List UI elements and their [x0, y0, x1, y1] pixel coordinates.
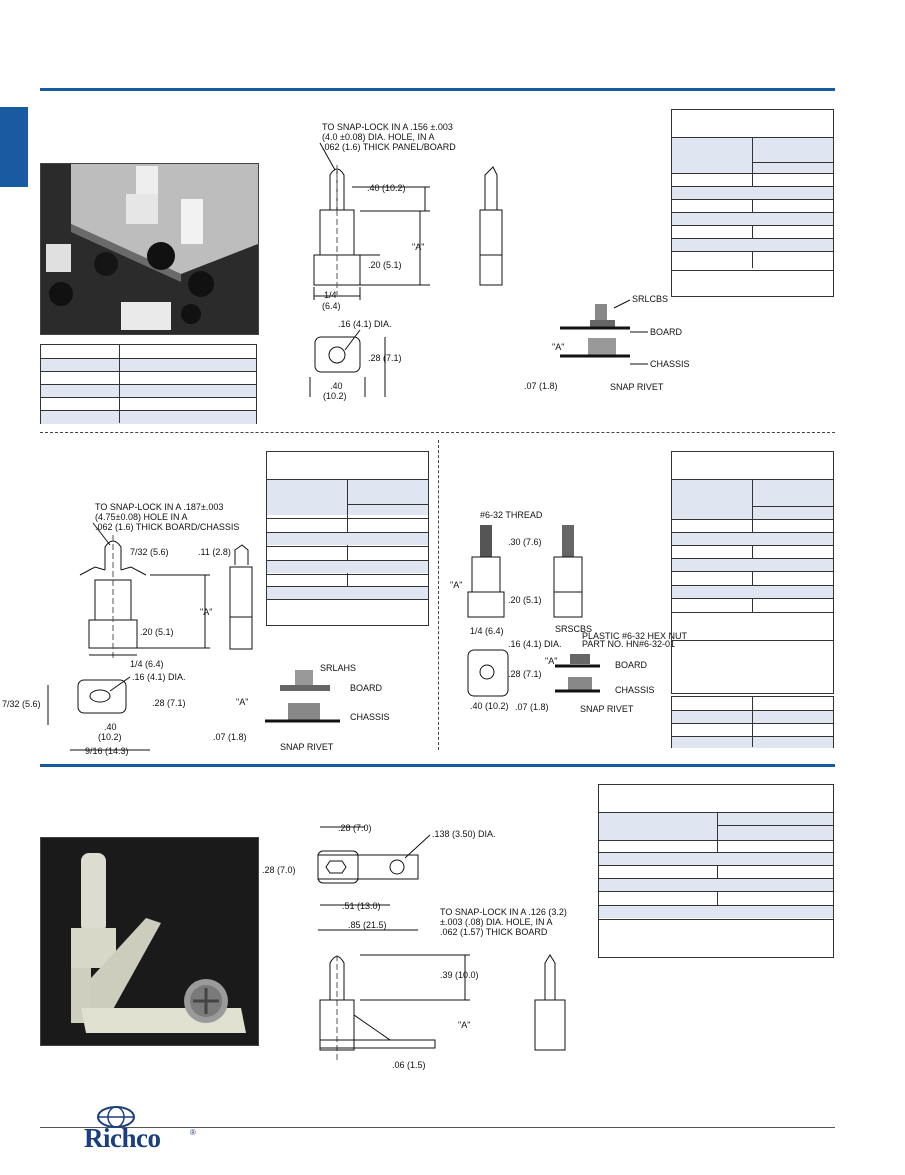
- svg-text:1/4 (6.4): 1/4 (6.4): [470, 626, 504, 636]
- callout-line-1: TO SNAP-LOCK IN A .156 ±.003: [322, 122, 453, 132]
- section-tab: [0, 107, 28, 187]
- svg-text:.39 (10.0): .39 (10.0): [440, 970, 479, 980]
- product-photo-1: [40, 163, 259, 335]
- svg-text:.16 (4.1) DIA.: .16 (4.1) DIA.: [338, 319, 392, 329]
- svg-text:PLASTIC #6-32 HEX NUT: PLASTIC #6-32 HEX NUT: [582, 631, 688, 641]
- svg-text:9/16 (14.3): 9/16 (14.3): [85, 746, 129, 756]
- spec-table-4: [671, 451, 834, 613]
- svg-text:#6-32 THREAD: #6-32 THREAD: [480, 510, 543, 520]
- svg-text:.28 (7.0): .28 (7.0): [262, 865, 296, 875]
- svg-text:BOARD: BOARD: [350, 683, 383, 693]
- callout-line-3: .062 (1.6) THICK PANEL/BOARD: [322, 142, 456, 152]
- svg-text:.11 (2.8): .11 (2.8): [198, 547, 231, 557]
- svg-text:CHASSIS: CHASSIS: [350, 712, 390, 722]
- svg-text:.40 (10.2): .40 (10.2): [367, 183, 406, 193]
- svg-text:BOARD: BOARD: [615, 660, 648, 670]
- svg-text:SNAP RIVET: SNAP RIVET: [610, 382, 664, 392]
- svg-text:1/4: 1/4: [324, 290, 337, 300]
- svg-text:.20 (5.1): .20 (5.1): [508, 595, 542, 605]
- svg-text:(4.75±0.08) HOLE IN A: (4.75±0.08) HOLE IN A: [95, 512, 187, 522]
- spec-table-4-note: [671, 612, 834, 694]
- drawing-threaded: #6-32 THREAD .30 (7.6) "A" .20 (5.1) 1/4…: [450, 510, 583, 711]
- svg-text:.40 (10.2): .40 (10.2): [470, 701, 509, 711]
- svg-text:CHASSIS: CHASSIS: [615, 685, 655, 695]
- spec-table-3: [266, 451, 429, 626]
- svg-text:"A": "A": [545, 656, 557, 666]
- svg-text:.16 (4.1) DIA.: .16 (4.1) DIA.: [508, 639, 562, 649]
- svg-text:SNAP RIVET: SNAP RIVET: [580, 704, 634, 714]
- drawing-offset-mount: .28 (7.0) .138 (3.50) DIA. .28 (7.0) .51…: [262, 823, 567, 1070]
- svg-text:.16 (4.1) DIA.: .16 (4.1) DIA.: [132, 672, 186, 682]
- section-divider: [40, 432, 835, 433]
- svg-text:.20 (5.1): .20 (5.1): [368, 260, 402, 270]
- spec-table-2: [671, 109, 834, 297]
- svg-text:"A": "A": [458, 1020, 470, 1030]
- svg-text:1/4 (6.4): 1/4 (6.4): [130, 659, 164, 669]
- svg-text:"A": "A": [236, 697, 248, 707]
- svg-text:.28 (7.1): .28 (7.1): [152, 698, 186, 708]
- svg-text:.28 (7.1): .28 (7.1): [508, 669, 542, 679]
- svg-text:.062 (1.6) THICK BOARD/CHASSIS: .062 (1.6) THICK BOARD/CHASSIS: [95, 522, 239, 532]
- svg-text:.20 (5.1): .20 (5.1): [140, 627, 174, 637]
- svg-text:7/32 (5.6): 7/32 (5.6): [2, 699, 41, 709]
- column-divider: [438, 440, 439, 750]
- section-rule-bottom: [40, 764, 835, 767]
- drawing-snap-lock-2: TO SNAP-LOCK IN A .187±.003 (4.75±0.08) …: [2, 502, 390, 756]
- callout-line-2: (4.0 ±0.08) DIA. HOLE, IN A: [322, 132, 434, 142]
- svg-text:.062 (1.57) THICK BOARD: .062 (1.57) THICK BOARD: [440, 927, 548, 937]
- drawing-threaded-mounted: SRSCBS PLASTIC #6-32 HEX NUT PART NO. HN…: [515, 624, 688, 714]
- spec-table-6: [598, 784, 834, 958]
- svg-text:.06 (1.5): .06 (1.5): [392, 1060, 426, 1070]
- svg-text:7/32 (5.6): 7/32 (5.6): [130, 547, 169, 557]
- svg-text:TO SNAP-LOCK IN A .126 (3.2): TO SNAP-LOCK IN A .126 (3.2): [440, 907, 567, 917]
- svg-text:.07 (1.8): .07 (1.8): [213, 732, 247, 742]
- svg-text:.51 (13.0): .51 (13.0): [342, 901, 381, 911]
- spec-table-1: [40, 344, 257, 424]
- svg-text:.30 (7.6): .30 (7.6): [508, 537, 542, 547]
- svg-text:PART NO. HN#6-32-01: PART NO. HN#6-32-01: [582, 639, 675, 649]
- top-rule: [40, 88, 835, 91]
- svg-text:"A": "A": [200, 607, 212, 617]
- drawing-snap-lock-1: TO SNAP-LOCK IN A .156 ±.003 (4.0 ±0.08)…: [309, 122, 690, 401]
- svg-text:.28 (7.0): .28 (7.0): [338, 823, 372, 833]
- brand-logo: Richco: [84, 1123, 161, 1153]
- product-photo-2: [40, 837, 259, 1046]
- svg-text:TO SNAP-LOCK IN A .187±.003: TO SNAP-LOCK IN A .187±.003: [95, 502, 223, 512]
- svg-text:±.003 (.08) DIA. HOLE, IN A: ±.003 (.08) DIA. HOLE, IN A: [440, 917, 552, 927]
- globe-icon: [97, 1106, 135, 1128]
- svg-text:.40: .40: [104, 722, 117, 732]
- svg-text:.40: .40: [330, 381, 343, 391]
- svg-text:.07 (1.8): .07 (1.8): [515, 702, 549, 712]
- svg-text:SRLAHS: SRLAHS: [320, 663, 356, 673]
- svg-text:SRSCBS: SRSCBS: [555, 624, 592, 634]
- svg-text:SNAP RIVET: SNAP RIVET: [280, 742, 334, 752]
- svg-text:(10.2): (10.2): [98, 732, 122, 742]
- svg-text:(6.4): (6.4): [322, 301, 341, 311]
- spec-table-5: [671, 696, 834, 748]
- footer-rule: [40, 1127, 835, 1128]
- registered-mark: ®: [190, 1128, 196, 1137]
- svg-text:.07 (1.8): .07 (1.8): [524, 381, 558, 391]
- svg-text:.138 (3.50) DIA.: .138 (3.50) DIA.: [432, 829, 496, 839]
- svg-text:(10.2): (10.2): [323, 391, 347, 401]
- svg-text:.85 (21.5): .85 (21.5): [348, 920, 387, 930]
- svg-text:SRLCBS: SRLCBS: [632, 294, 668, 304]
- svg-text:"A": "A": [450, 580, 462, 590]
- svg-text:"A": "A": [412, 242, 424, 252]
- svg-text:"A": "A": [552, 342, 564, 352]
- svg-text:CHASSIS: CHASSIS: [650, 359, 690, 369]
- svg-text:BOARD: BOARD: [650, 327, 683, 337]
